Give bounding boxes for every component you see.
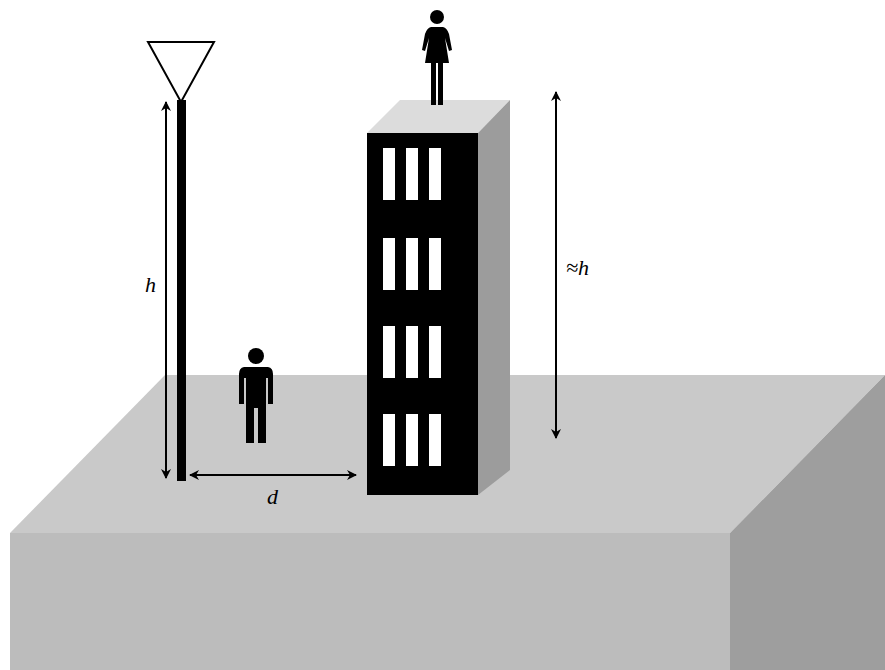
woman-figure xyxy=(422,10,452,105)
windows xyxy=(383,148,441,466)
height-label: h xyxy=(145,274,156,296)
distance-arrow xyxy=(190,474,356,476)
building-front xyxy=(367,133,478,495)
man-figure xyxy=(239,348,273,443)
distance-label: d xyxy=(267,486,278,508)
building-height-arrow xyxy=(555,92,557,438)
height-arrow xyxy=(165,102,167,478)
antenna-symbol xyxy=(148,42,214,102)
building-side xyxy=(478,100,510,495)
ground-side xyxy=(730,375,885,670)
ground-front xyxy=(10,533,730,670)
building-height-label: ≈h xyxy=(566,257,589,279)
antenna-pole xyxy=(177,100,186,481)
